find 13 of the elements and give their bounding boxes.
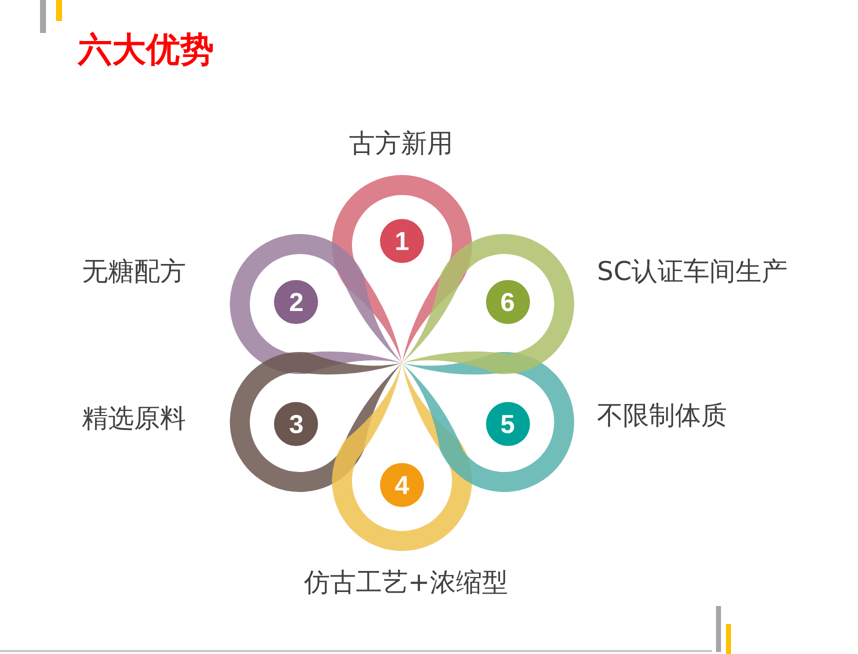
feature-label: 精选原料 [82,404,186,436]
title: 六大优势 [78,30,214,71]
feature-label: 仿古工艺+浓缩型 [304,568,508,600]
feature-label: 古方新用 [349,129,453,160]
feature-label: 不限制体质 [597,401,727,432]
number-badge: 3 [274,402,318,446]
number-badge: 2 [274,280,318,324]
number-badge: 5 [486,402,530,446]
number-badge: 1 [380,219,424,263]
number-badge: 6 [486,280,530,324]
feature-label: 无糖配方 [82,257,186,288]
feature-label: SC认证车间生产 [597,257,788,288]
number-badge: 4 [380,463,424,507]
